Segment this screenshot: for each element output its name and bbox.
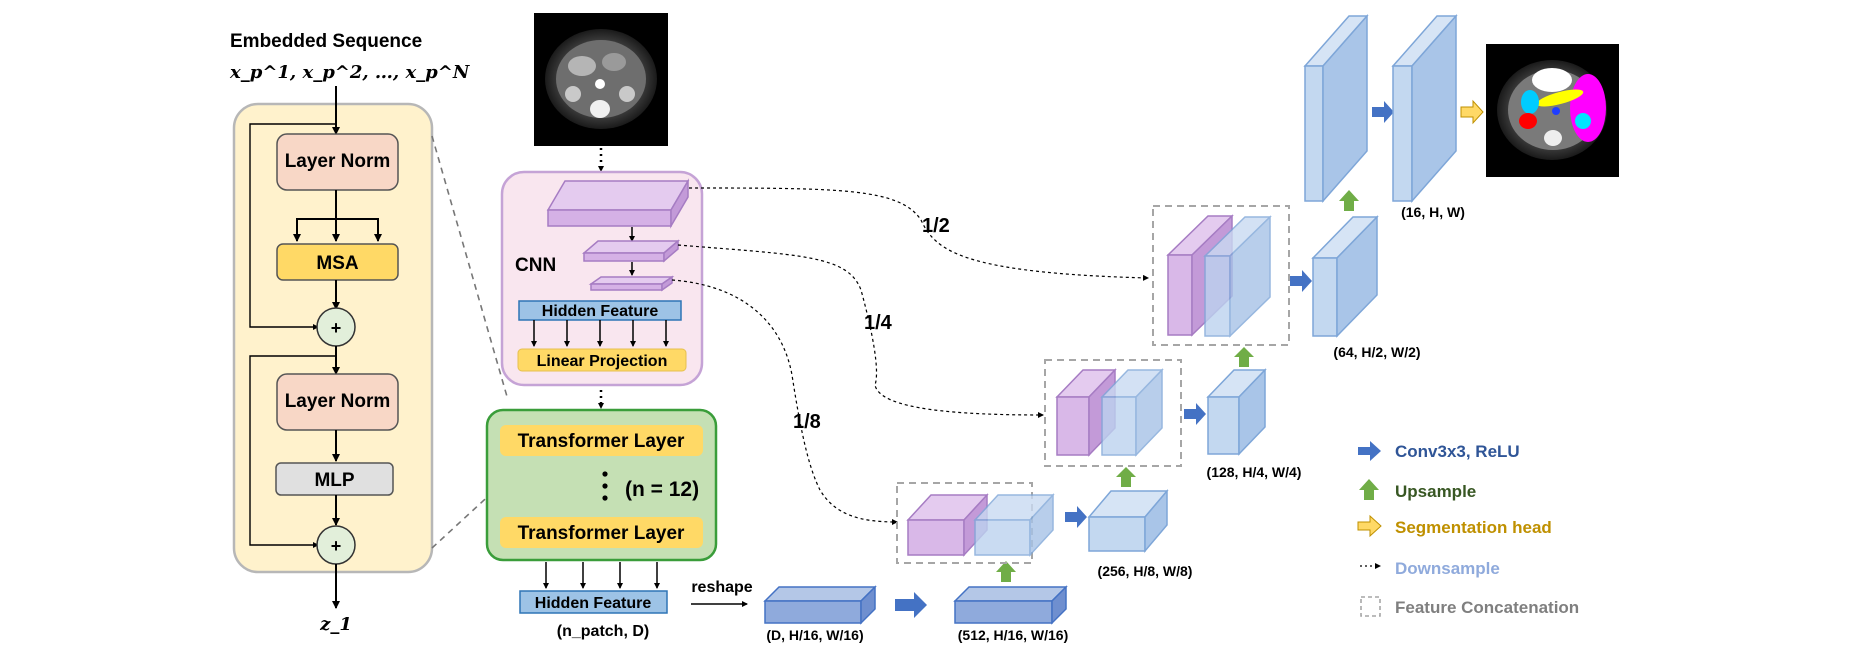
- output-z1: z_1: [319, 614, 352, 635]
- concat-eighth-blue: [973, 493, 1055, 557]
- conv-arrow-2: [1065, 506, 1087, 528]
- layer-norm-1-label: Layer Norm: [284, 151, 391, 172]
- legend: Conv3x3, ReLU Upsample Segmentation head…: [1357, 441, 1579, 617]
- transformer-layer-bottom-label: Transformer Layer: [518, 523, 685, 544]
- legend-conv-label: Conv3x3, ReLU: [1395, 442, 1520, 461]
- feature-256-h8: [1087, 488, 1169, 554]
- add-node-2-symbol: +: [331, 536, 342, 556]
- feature-16-a: [1303, 14, 1369, 203]
- blue-arrow-icon: [1358, 441, 1381, 461]
- shape-d-h16: (D, H/16, W/16): [766, 627, 863, 643]
- conv-arrow-3: [1184, 403, 1206, 425]
- legend-upsample-label: Upsample: [1395, 482, 1476, 501]
- scale-label-eighth: 1/8: [793, 411, 821, 433]
- reshape-label: reshape: [691, 579, 752, 596]
- shape-512-h16: (512, H/16, W/16): [958, 627, 1069, 643]
- transformer-layer-top: [500, 425, 703, 456]
- cnn-block: CNN Hidden Feature Linear Projection: [500, 170, 704, 387]
- feature-d-h16: [763, 585, 877, 625]
- feature-16-b: [1391, 14, 1458, 203]
- concat-half-blue: [1203, 215, 1272, 338]
- feature-64-h2: [1311, 215, 1379, 338]
- msa-block: [276, 243, 399, 281]
- green-up-arrow-icon: [1359, 479, 1379, 500]
- upsample-arrow-1: [996, 561, 1016, 582]
- legend-seghead-label: Segmentation head: [1395, 518, 1552, 537]
- feature-128-h4: [1206, 368, 1267, 456]
- cnn-hidden-feature-label: Hidden Feature: [542, 303, 659, 320]
- upsample-arrow-4: [1339, 190, 1359, 211]
- residual-connection-2: [249, 355, 336, 548]
- shape-128-h4: (128, H/4, W/4): [1207, 464, 1302, 480]
- zoom-line-top: [431, 135, 509, 401]
- msa-label: MSA: [316, 253, 359, 274]
- layer-norm-2-label: Layer Norm: [284, 391, 391, 412]
- segmentation-output-image: [1486, 44, 1619, 177]
- skip-connection-eighth: [671, 279, 898, 525]
- scale-label-quarter: 1/4: [864, 312, 893, 334]
- add-node-1-symbol: +: [331, 318, 342, 338]
- upsample-arrow-3: [1234, 347, 1254, 367]
- upsample-arrow-2: [1116, 467, 1136, 487]
- conv-arrow-5: [1372, 101, 1394, 123]
- ct-input-image: [534, 13, 668, 146]
- embedded-sequence-title: Embedded Sequence: [230, 31, 422, 52]
- shape-256-h8: (256, H/8, W/8): [1098, 563, 1193, 579]
- feature-512-h16: [953, 585, 1068, 625]
- transformer-stack: Transformer Layer (n = 12) Transformer L…: [485, 408, 718, 562]
- residual-connection-1: [249, 123, 336, 330]
- conv-arrow-4: [1290, 270, 1312, 292]
- mlp-label: MLP: [314, 470, 354, 491]
- mlp-block: [275, 462, 394, 496]
- concat-quarter-blue: [1100, 368, 1164, 457]
- legend-concat-label: Feature Concatenation: [1395, 598, 1579, 617]
- layer-count: (n = 12): [625, 478, 699, 501]
- input-sequence: x_p^1, x_p^2, …, x_p^N: [229, 62, 471, 83]
- yellow-arrow-icon: [1357, 514, 1382, 538]
- linear-projection: [517, 348, 687, 372]
- transformer-hidden-feature: [519, 590, 668, 614]
- scale-label-half: 1/2: [922, 215, 950, 237]
- segmentation-head-arrow: [1460, 99, 1484, 125]
- skip-connection-quarter: [677, 244, 1044, 418]
- hidden-shape-label: (n_patch, D): [557, 623, 649, 640]
- encoder-detail: Embedded Sequence x_p^1, x_p^2, …, x_p^N…: [229, 31, 471, 635]
- concat-box-half: [1152, 205, 1290, 346]
- transformer-hidden-feature-label: Hidden Feature: [535, 595, 652, 612]
- layer-norm-2: [276, 373, 399, 431]
- shape-16-full: (16, H, W): [1401, 204, 1465, 220]
- dashed-box-icon: [1360, 596, 1381, 617]
- cnn-label: CNN: [515, 255, 556, 276]
- layer-norm-1: [276, 133, 399, 191]
- conv-arrow-1: [895, 592, 927, 618]
- skip-connection-half: [688, 187, 1149, 281]
- transformer-layer-bottom: [500, 517, 703, 548]
- legend-downsample-label: Downsample: [1395, 559, 1500, 578]
- transformer-layer-top-label: Transformer Layer: [518, 431, 685, 452]
- linear-projection-label: Linear Projection: [537, 353, 668, 370]
- shape-64-h2: (64, H/2, W/2): [1333, 344, 1420, 360]
